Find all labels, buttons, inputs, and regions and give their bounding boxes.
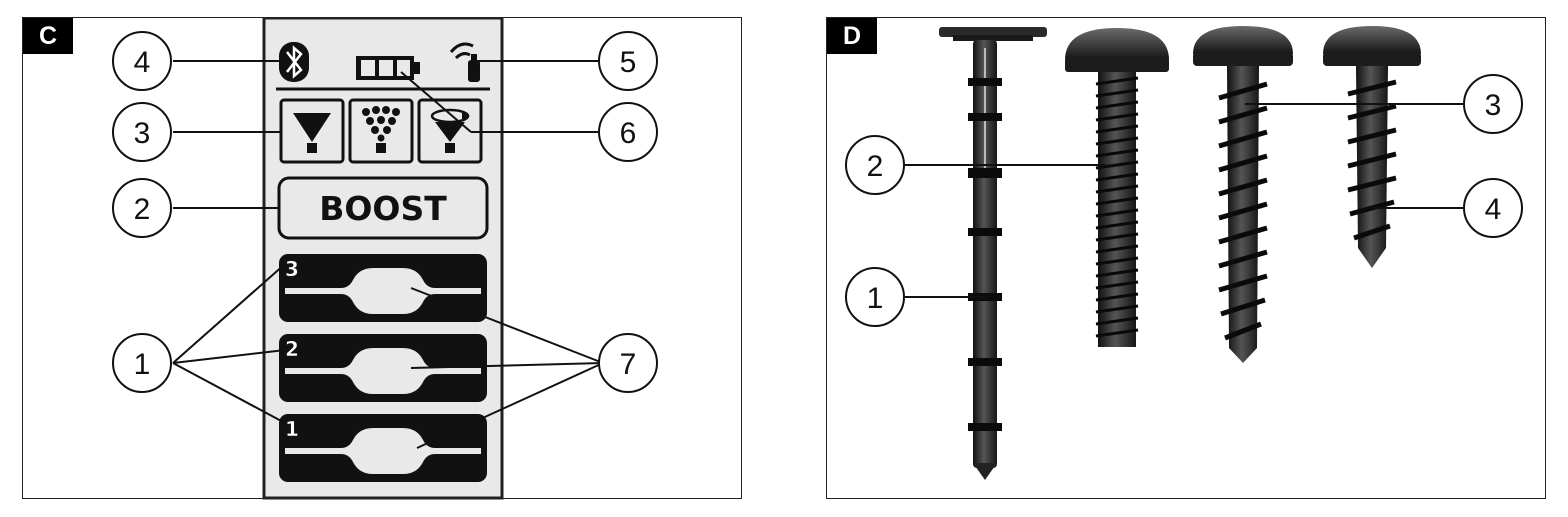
callout-2: 2 (845, 135, 905, 195)
callout-2: 2 (112, 178, 172, 238)
wifi-signal-icon (449, 42, 480, 82)
panel-c: C (22, 17, 742, 500)
callout-6: 6 (598, 102, 658, 162)
callout-7: 7 (598, 333, 658, 393)
callout-5: 5 (598, 31, 658, 91)
level-number: 1 (285, 417, 299, 441)
boost-label: BOOST (319, 189, 447, 228)
wood-screw (1193, 26, 1293, 363)
callout-4: 4 (1463, 178, 1523, 238)
leader-lines (905, 103, 1463, 298)
svg-text:1: 1 (134, 348, 151, 381)
rotating-spray-icon (417, 98, 483, 164)
machine-screw (1065, 28, 1169, 347)
speed-level-1: 1 (279, 414, 487, 482)
svg-text:4: 4 (1485, 193, 1502, 226)
callout-3: 3 (1463, 74, 1523, 134)
leader-lines (172, 60, 604, 449)
short-screw (1323, 26, 1421, 268)
panel-d-drawing: 1 2 3 4 (845, 26, 1523, 480)
panel-d-tag: D (827, 18, 877, 54)
level-number: 2 (285, 337, 299, 361)
callout-4: 4 (112, 31, 172, 91)
dots-spray-icon (348, 98, 414, 164)
battery-icon (356, 56, 420, 80)
callout-1: 1 (112, 333, 172, 393)
svg-text:5: 5 (620, 46, 637, 79)
svg-text:3: 3 (1485, 89, 1502, 122)
anchor-pin (939, 27, 1047, 480)
svg-text:2: 2 (134, 193, 151, 226)
panel-c-drawing: BOOST 3 2 1 (112, 18, 658, 500)
callout-3: 3 (112, 102, 172, 162)
svg-text:4: 4 (134, 46, 151, 79)
speed-level-2: 2 (279, 334, 487, 402)
svg-text:7: 7 (620, 348, 637, 381)
cone-spray-icon (279, 98, 345, 164)
svg-text:1: 1 (867, 282, 884, 315)
svg-text:2: 2 (867, 150, 884, 183)
svg-text:3: 3 (134, 117, 151, 150)
speed-level-3: 3 (279, 254, 487, 322)
bluetooth-icon (279, 42, 309, 82)
panel-d: D (826, 17, 1546, 499)
svg-text:6: 6 (620, 117, 637, 150)
callout-1: 1 (845, 267, 905, 327)
level-number: 3 (285, 257, 299, 281)
panel-c-tag: C (23, 18, 73, 54)
